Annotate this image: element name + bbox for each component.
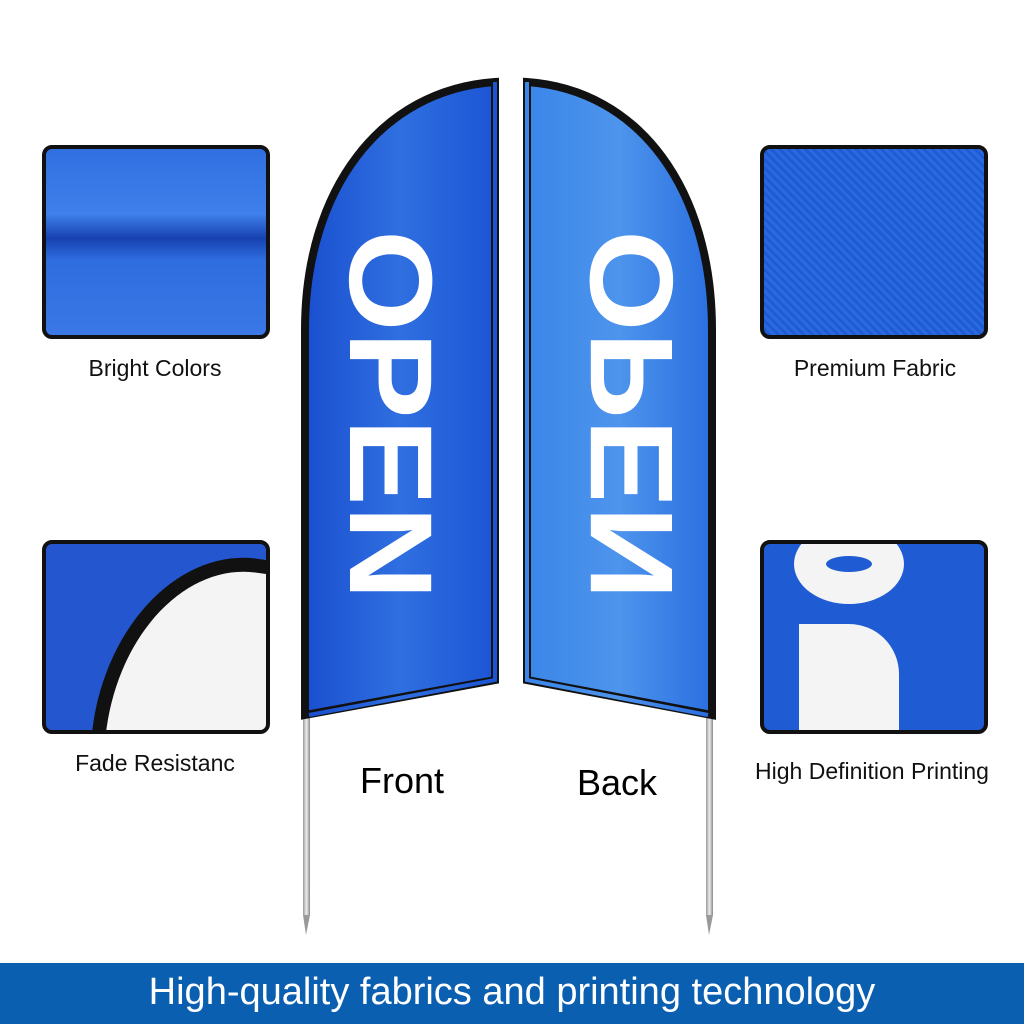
fade-resistance-label: Fade Resistanc — [75, 750, 235, 776]
hd-printing-label: High Definition Printing — [755, 758, 989, 784]
back-flag — [523, 77, 716, 720]
bottom-banner: High-quality fabrics and printing techno… — [0, 963, 1024, 1024]
bright-colors-label: Bright Colors — [88, 355, 222, 381]
back-flag-edge — [525, 82, 709, 717]
letter-p-closeup — [799, 624, 899, 730]
back-pole-spike — [706, 915, 713, 935]
back-label: Back — [577, 762, 658, 803]
back-pole — [706, 715, 713, 915]
hd-printing-image — [760, 540, 988, 734]
front-label: Front — [360, 760, 445, 801]
front-pole — [303, 715, 310, 915]
front-pole-spike — [303, 915, 310, 935]
fabric-panel — [75, 544, 266, 730]
premium-fabric-label: Premium Fabric — [793, 355, 957, 381]
back-flag-text: OPEN — [566, 230, 698, 600]
bright-colors-image — [42, 145, 270, 339]
letter-o-closeup — [794, 544, 904, 604]
premium-fabric-image — [760, 145, 988, 339]
front-flag-text: OPEN — [324, 230, 456, 600]
front-flag — [301, 77, 499, 720]
front-flag-edge — [308, 82, 497, 717]
fade-resistance-image — [42, 540, 270, 734]
